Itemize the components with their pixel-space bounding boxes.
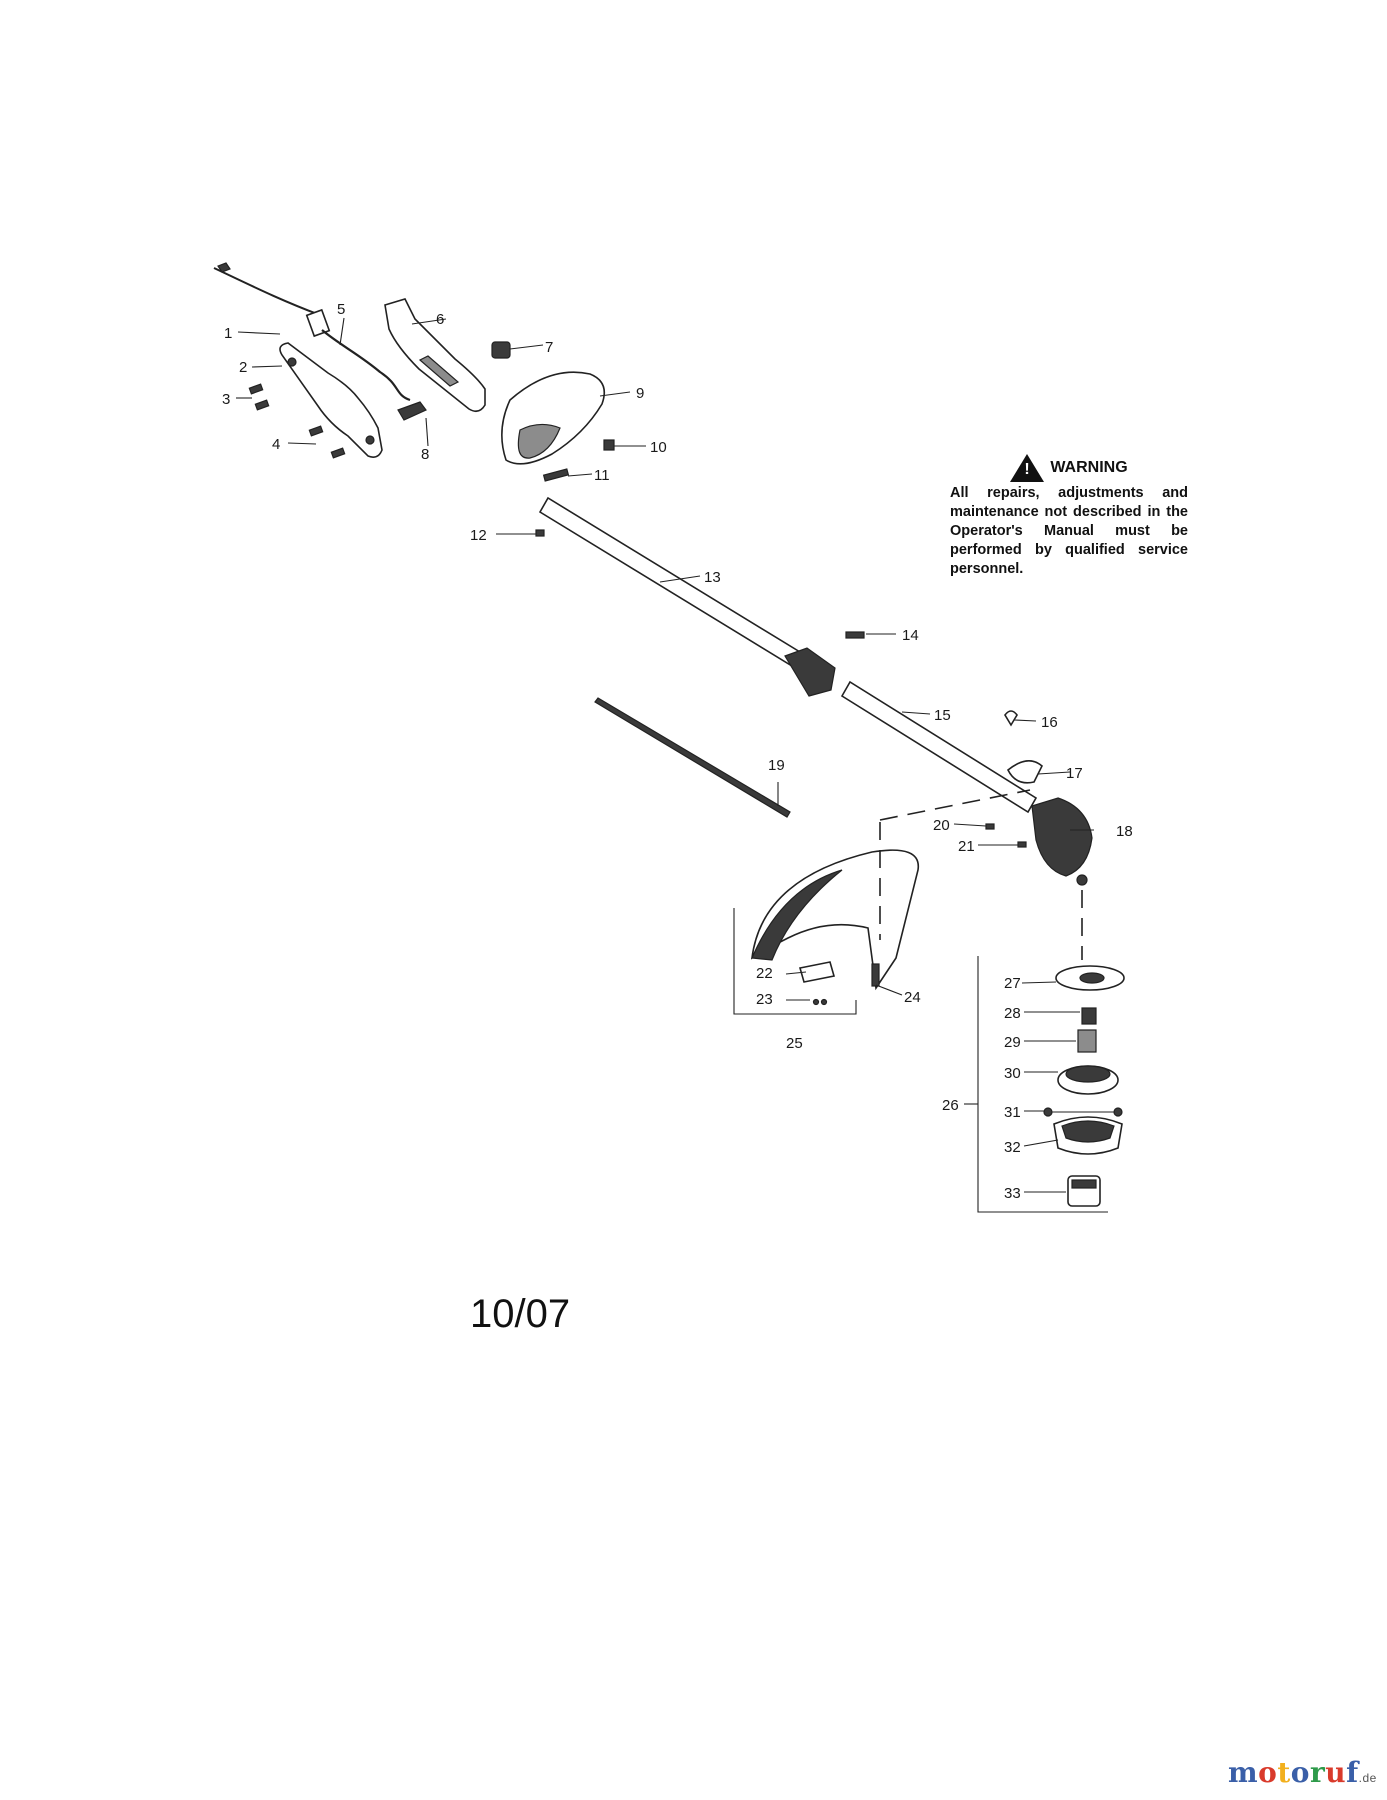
- spring-part: [1077, 1029, 1097, 1053]
- callout-32: 32: [1004, 1139, 1021, 1156]
- callout-7: 7: [545, 339, 553, 356]
- warning-triangle-icon: !: [1010, 454, 1045, 482]
- callout-30: 30: [1004, 1065, 1021, 1082]
- watermark-letter: f: [1346, 1756, 1359, 1789]
- leader-lines: [236, 317, 1094, 1193]
- screws-part: [248, 383, 346, 459]
- line-cutter-part: [798, 961, 836, 983]
- watermark-letter: o: [1258, 1756, 1278, 1789]
- callout-33: 33: [1004, 1185, 1021, 1202]
- throttle-cable-part: [213, 262, 321, 316]
- callout-16: 16: [1041, 714, 1058, 731]
- callout-28: 28: [1004, 1005, 1021, 1022]
- callout-4: 4: [272, 436, 280, 453]
- shield-bracket-part: [1006, 760, 1043, 784]
- handle-half-right-part: [384, 298, 486, 413]
- bracket-shield-assembly: [733, 908, 857, 1015]
- callout-23: 23: [756, 991, 773, 1008]
- callout-13: 13: [704, 569, 721, 586]
- callout-25: 25: [786, 1035, 803, 1052]
- watermark-letter: t: [1277, 1756, 1291, 1789]
- trigger-part: [397, 401, 427, 421]
- nut-part: [603, 439, 615, 451]
- eyelets-part: [1043, 1107, 1123, 1117]
- watermark-letter: o: [1290, 1756, 1310, 1789]
- callout-22: 22: [756, 965, 773, 982]
- wire-harness-part: [305, 308, 411, 402]
- callout-11: 11: [594, 467, 610, 484]
- switch-part: [491, 341, 511, 359]
- lower-shaft-part: [840, 680, 1038, 814]
- shield-screw-part: [871, 963, 880, 987]
- watermark-suffix: .de: [1358, 1771, 1377, 1785]
- warning-title: WARNING: [1050, 459, 1128, 476]
- watermark-letter: r: [1309, 1756, 1326, 1789]
- callout-27: 27: [1004, 975, 1021, 992]
- housing-part: [1053, 1116, 1123, 1155]
- shield-part: [750, 849, 920, 991]
- callout-20: 20: [933, 817, 950, 834]
- callout-12: 12: [470, 527, 487, 544]
- bolt-part: [1081, 1007, 1097, 1025]
- knob-part: [1067, 1175, 1101, 1207]
- gear-head-part: [1031, 797, 1093, 886]
- callout-6: 6: [436, 311, 444, 328]
- warning-text: All repairs, adjustments and maintenance…: [950, 485, 1188, 577]
- date-code: 10/07: [470, 1292, 571, 1336]
- callout-15: 15: [934, 707, 951, 724]
- handle-grip-part: [501, 371, 606, 465]
- callout-10: 10: [650, 439, 667, 456]
- assembly-line-shield: [879, 789, 1031, 821]
- callout-3: 3: [222, 391, 230, 408]
- bolt-part: [542, 468, 570, 482]
- cutter-screws-part: [812, 998, 828, 1006]
- bracket-trimmer-head: [977, 956, 1108, 1213]
- callout-17: 17: [1066, 765, 1083, 782]
- callout-26: 26: [942, 1097, 959, 1114]
- handle-half-left-part: [279, 342, 383, 458]
- knob-screw-part: [845, 631, 865, 639]
- watermark-letter: u: [1325, 1756, 1347, 1789]
- callout-21: 21: [958, 838, 975, 855]
- callout-5: 5: [337, 301, 345, 318]
- pin-part: [535, 529, 545, 537]
- callout-1: 1: [224, 325, 232, 342]
- callout-24: 24: [904, 989, 921, 1006]
- watermark-letter: m: [1228, 1756, 1259, 1789]
- set-screw-part: [1017, 841, 1027, 848]
- washer-part: [985, 823, 995, 830]
- callout-14: 14: [902, 627, 919, 644]
- clip-part: [1004, 710, 1018, 727]
- spool-part: [1057, 1065, 1119, 1095]
- callout-29: 29: [1004, 1034, 1021, 1051]
- callout-31: 31: [1004, 1104, 1021, 1121]
- watermark-logo: motoruf.de: [1228, 1756, 1377, 1789]
- drive-shaft-part: [594, 697, 791, 818]
- hub-part: [1055, 965, 1125, 991]
- upper-shaft-part: [538, 496, 836, 697]
- callout-2: 2: [239, 359, 247, 376]
- callout-18: 18: [1116, 823, 1133, 840]
- callout-labels: 1 2 3 4 5 6 7 8 9 10 11 12 13 14 15 16 1…: [222, 301, 1133, 1202]
- watermark-letters: motoruf: [1228, 1756, 1359, 1789]
- warning-box: ! WARNING All repairs, adjustments and m…: [950, 454, 1188, 579]
- callout-8: 8: [421, 446, 429, 463]
- callout-9: 9: [636, 385, 644, 402]
- callout-19: 19: [768, 757, 785, 774]
